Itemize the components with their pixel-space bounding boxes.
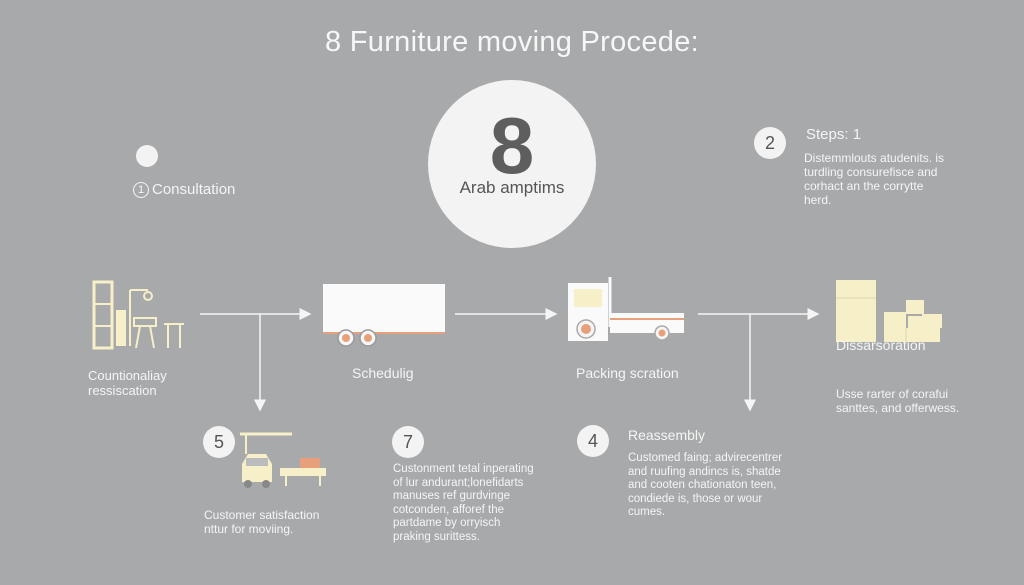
- stage-label-line: Countionaliay: [88, 368, 167, 383]
- stage-1-label: Countionaliay ressiscation: [88, 368, 167, 398]
- step-text-line: and ruufing andincs is, shatde: [628, 465, 781, 478]
- step-text-line: of lur andurant;lonefidarts: [393, 476, 524, 489]
- step-text-line: and cooten chationaton teen,: [628, 479, 777, 491]
- step-text-line: condiede is, those or wour: [628, 492, 763, 505]
- step-4-title: Reassembly: [628, 427, 706, 443]
- step-text-line: manuses ref gurdvinge: [393, 490, 510, 502]
- step-7-text: Custonment tetal inperating of lur andur…: [393, 463, 534, 544]
- hero-circle: [428, 80, 596, 248]
- steps-line: turdling consurefisce and: [804, 165, 938, 179]
- step-badge-2: 2: [754, 127, 786, 159]
- stage-4-text: Usse rarter of corafui santtes, and offe…: [836, 387, 959, 415]
- car-workbench-icon: [240, 432, 326, 488]
- hero-number: 8: [489, 101, 535, 190]
- stage-3-label: Packing scration: [576, 365, 679, 381]
- step-4-text: Customed faing; advirecentrer and ruufin…: [628, 452, 782, 520]
- page-title: 8 Furniture moving Procede:: [325, 26, 699, 58]
- trailer-icon: [323, 284, 445, 347]
- step-badge-5: 5: [203, 426, 235, 458]
- step-text-line: nttur for moviing.: [204, 522, 294, 536]
- steps-description: Distemmlouts atudenits. is turdling cons…: [804, 151, 944, 207]
- boxes-icon: [836, 280, 942, 342]
- workshop-icon: [92, 280, 184, 350]
- step-text-line: Custonment tetal inperating: [393, 463, 534, 475]
- steps-line: Distemmlouts atudenits. is: [804, 151, 945, 165]
- consultation-number: 1: [133, 182, 149, 198]
- stage-label-line: ressiscation: [88, 383, 157, 398]
- consultation-text: Consultation: [152, 181, 236, 198]
- step-text-line: partdame by orryisch: [393, 517, 501, 529]
- stage-2-label: Schedulig: [352, 365, 414, 381]
- step-text-line: cotconden, afforef the: [393, 503, 505, 516]
- consultation-dot: [136, 145, 158, 167]
- stage-text-line: Usse rarter of corafui: [836, 387, 949, 401]
- stage-text-line: santtes, and offerwess.: [836, 401, 960, 415]
- steps-line: herd.: [804, 193, 832, 207]
- stage-4-label: Dissarsoration: [836, 337, 926, 353]
- step-text-line: praking surittess.: [393, 530, 480, 543]
- steps-title: Steps: 1: [806, 126, 862, 143]
- step-text-line: Customed faing; advirecentrer: [628, 452, 783, 464]
- steps-line: corhact an the corrytte: [804, 179, 924, 193]
- step-5-text: Customer satisfaction nttur for moviing.: [204, 508, 319, 536]
- step-badge-4: 4: [577, 425, 609, 457]
- step-text-line: cumes.: [628, 506, 666, 518]
- step-text-line: Customer satisfaction: [204, 508, 320, 522]
- hero-caption: Arab amptims: [459, 178, 565, 197]
- truck-icon: [568, 277, 684, 341]
- step-badge-7: 7: [392, 426, 424, 458]
